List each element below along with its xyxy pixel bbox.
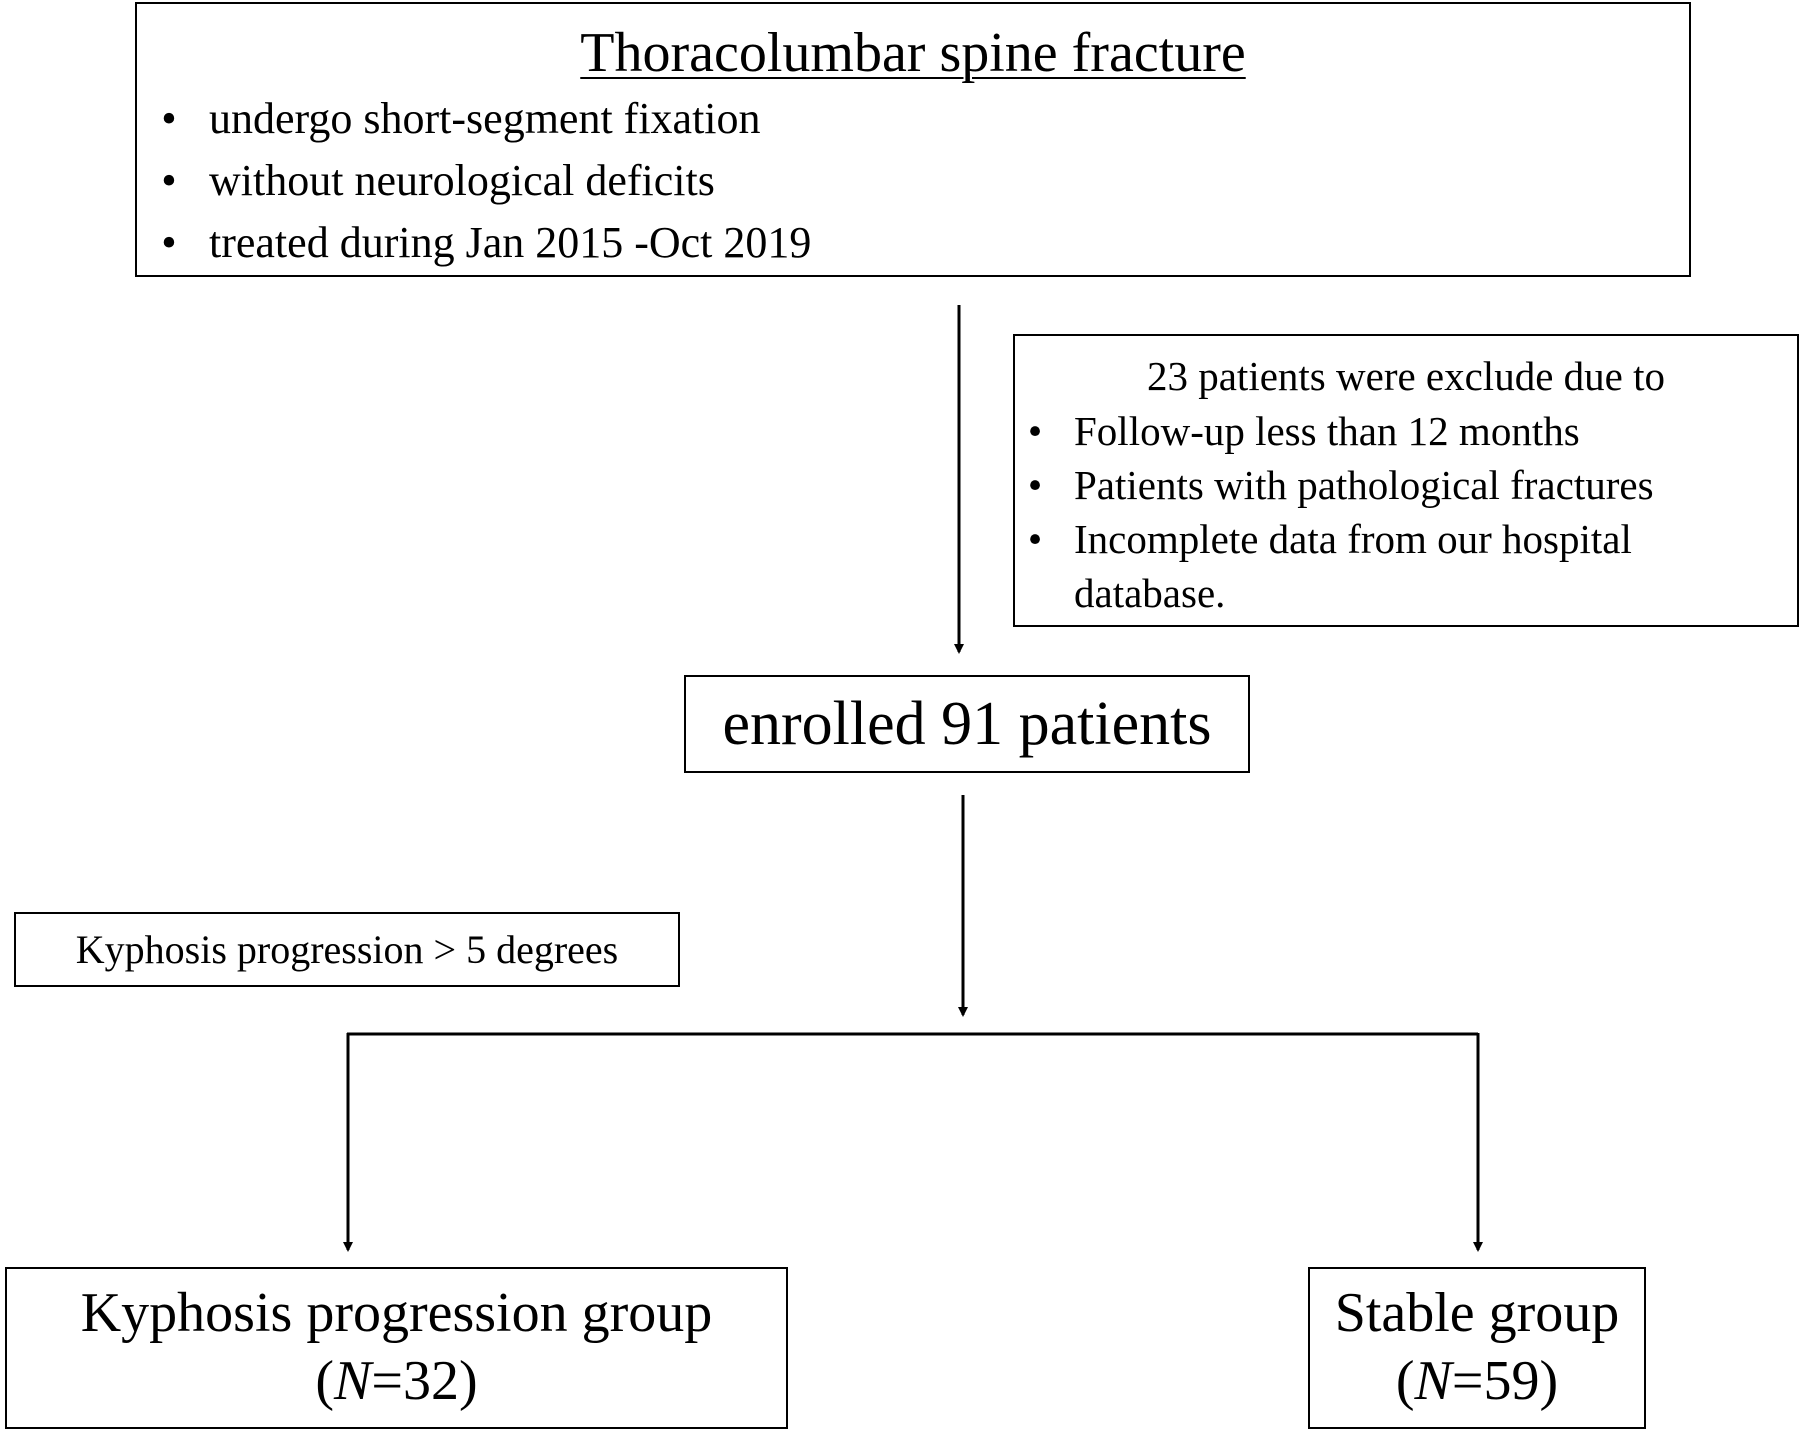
reason-text: Patients with pathological fractures (1074, 462, 1654, 508)
bullet-icon: • (161, 94, 177, 143)
bullet-icon: • (1027, 462, 1043, 508)
bullet-icon: • (161, 156, 177, 205)
exclusion-reason: • Patients with pathological fractures (1015, 458, 1754, 512)
stable-group-count: (N=59) (1395, 1350, 1559, 1412)
inclusion-criterion: • without neurological deficits (137, 150, 811, 212)
exclusion-box: 23 patients were exclude due to • Follow-… (1013, 334, 1799, 627)
n-symbol: N (1414, 1350, 1452, 1412)
inclusion-criteria-box: Thoracolumbar spine fracture • undergo sh… (135, 2, 1691, 277)
criterion-text: without neurological deficits (209, 156, 715, 205)
n-value: =59 (1451, 1350, 1540, 1412)
kyphosis-group-name: Kyphosis progression group (80, 1282, 713, 1344)
bullet-icon: • (1027, 408, 1043, 454)
reason-text: Incomplete data from our hospital databa… (1074, 516, 1632, 616)
criterion-text: undergo short-segment fixation (209, 94, 761, 143)
enrolled-box: enrolled 91 patients (684, 675, 1250, 773)
exclusion-reason: • Incomplete data from our hospital datab… (1015, 512, 1754, 620)
inclusion-title: Thoracolumbar spine fracture (580, 22, 1246, 84)
inclusion-criterion: • treated during Jan 2015 -Oct 2019 (137, 212, 811, 274)
stable-group-name: Stable group (1334, 1282, 1620, 1344)
bullet-icon: • (161, 218, 177, 267)
enrolled-label: enrolled 91 patients (722, 689, 1212, 758)
kyphosis-group-box: Kyphosis progression group (N=32) (5, 1267, 788, 1429)
n-symbol: N (334, 1350, 372, 1412)
exclusion-reasons-list: • Follow-up less than 12 months • Patients… (1015, 404, 1754, 620)
kyphosis-group-count: (N=32) (315, 1350, 478, 1412)
exclusion-reason: • Follow-up less than 12 months (1015, 404, 1754, 458)
inclusion-criteria-list: • undergo short-segment fixation • without… (137, 88, 811, 274)
split-criterion-label: Kyphosis progression > 5 degrees (75, 927, 619, 972)
split-criterion-box: Kyphosis progression > 5 degrees (14, 912, 680, 987)
criterion-text: treated during Jan 2015 -Oct 2019 (209, 218, 812, 267)
reason-text: Follow-up less than 12 months (1074, 408, 1580, 454)
exclusion-heading: 23 patients were exclude due to (1146, 353, 1665, 399)
inclusion-criterion: • undergo short-segment fixation (137, 88, 811, 150)
n-value: =32 (371, 1350, 459, 1412)
stable-group-box: Stable group (N=59) (1308, 1267, 1646, 1429)
bullet-icon: • (1027, 516, 1043, 562)
